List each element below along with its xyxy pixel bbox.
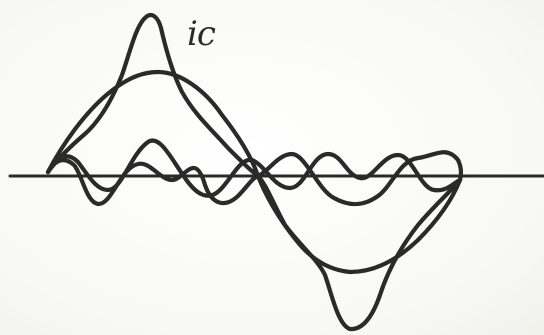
harmonic-ripple-upper: [45, 138, 463, 198]
harmonic-ripple-lower: [45, 150, 463, 207]
curve-label-ic: ic: [187, 14, 216, 54]
